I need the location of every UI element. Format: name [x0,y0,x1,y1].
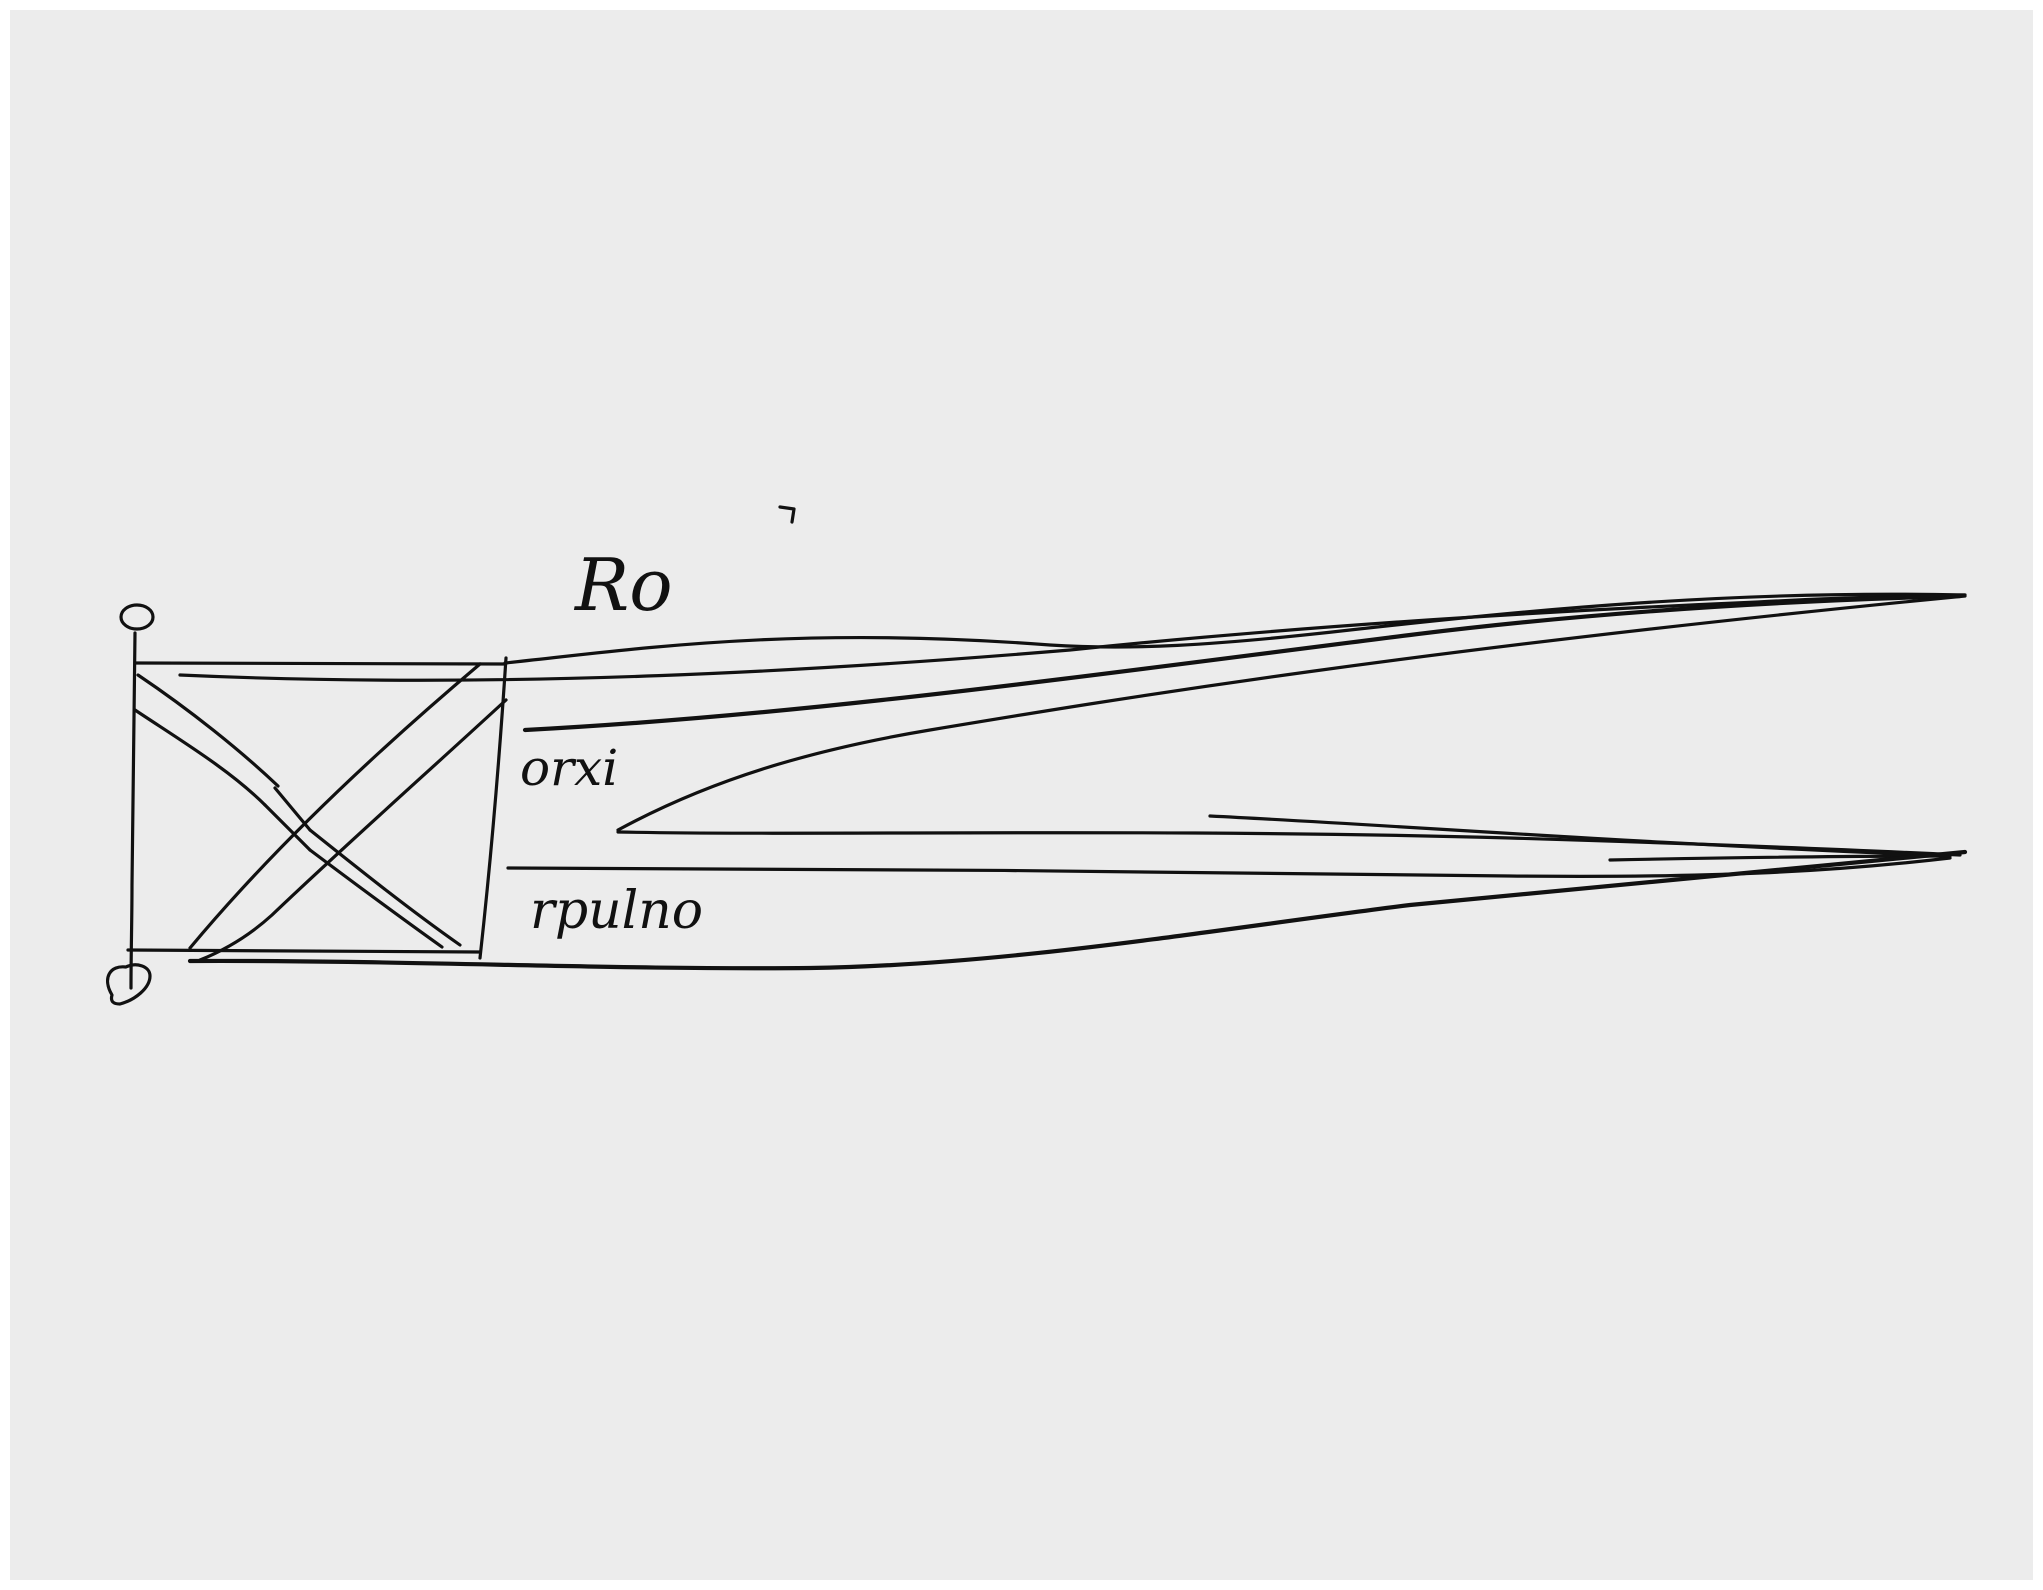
label-bottom: rpulno [530,881,703,941]
upper-tail-inner [525,596,1960,730]
flag-sketch: Ro orxi rpulno [10,10,2033,1580]
saltire-bar-1 [135,675,460,947]
label-middle: orxi [520,739,618,797]
bottom-finial [108,965,150,1004]
label-top: Ro [573,543,673,627]
top-finial [121,605,153,629]
paper-sheet: Ro orxi rpulno [10,10,2033,1580]
saltire-bar-2 [190,664,506,960]
flag-staff [131,633,135,988]
upper-tail-tip-line [618,832,1960,855]
lower-tail-inner [1210,816,1950,860]
label-top-mark [780,507,794,522]
canton-border [128,658,506,958]
